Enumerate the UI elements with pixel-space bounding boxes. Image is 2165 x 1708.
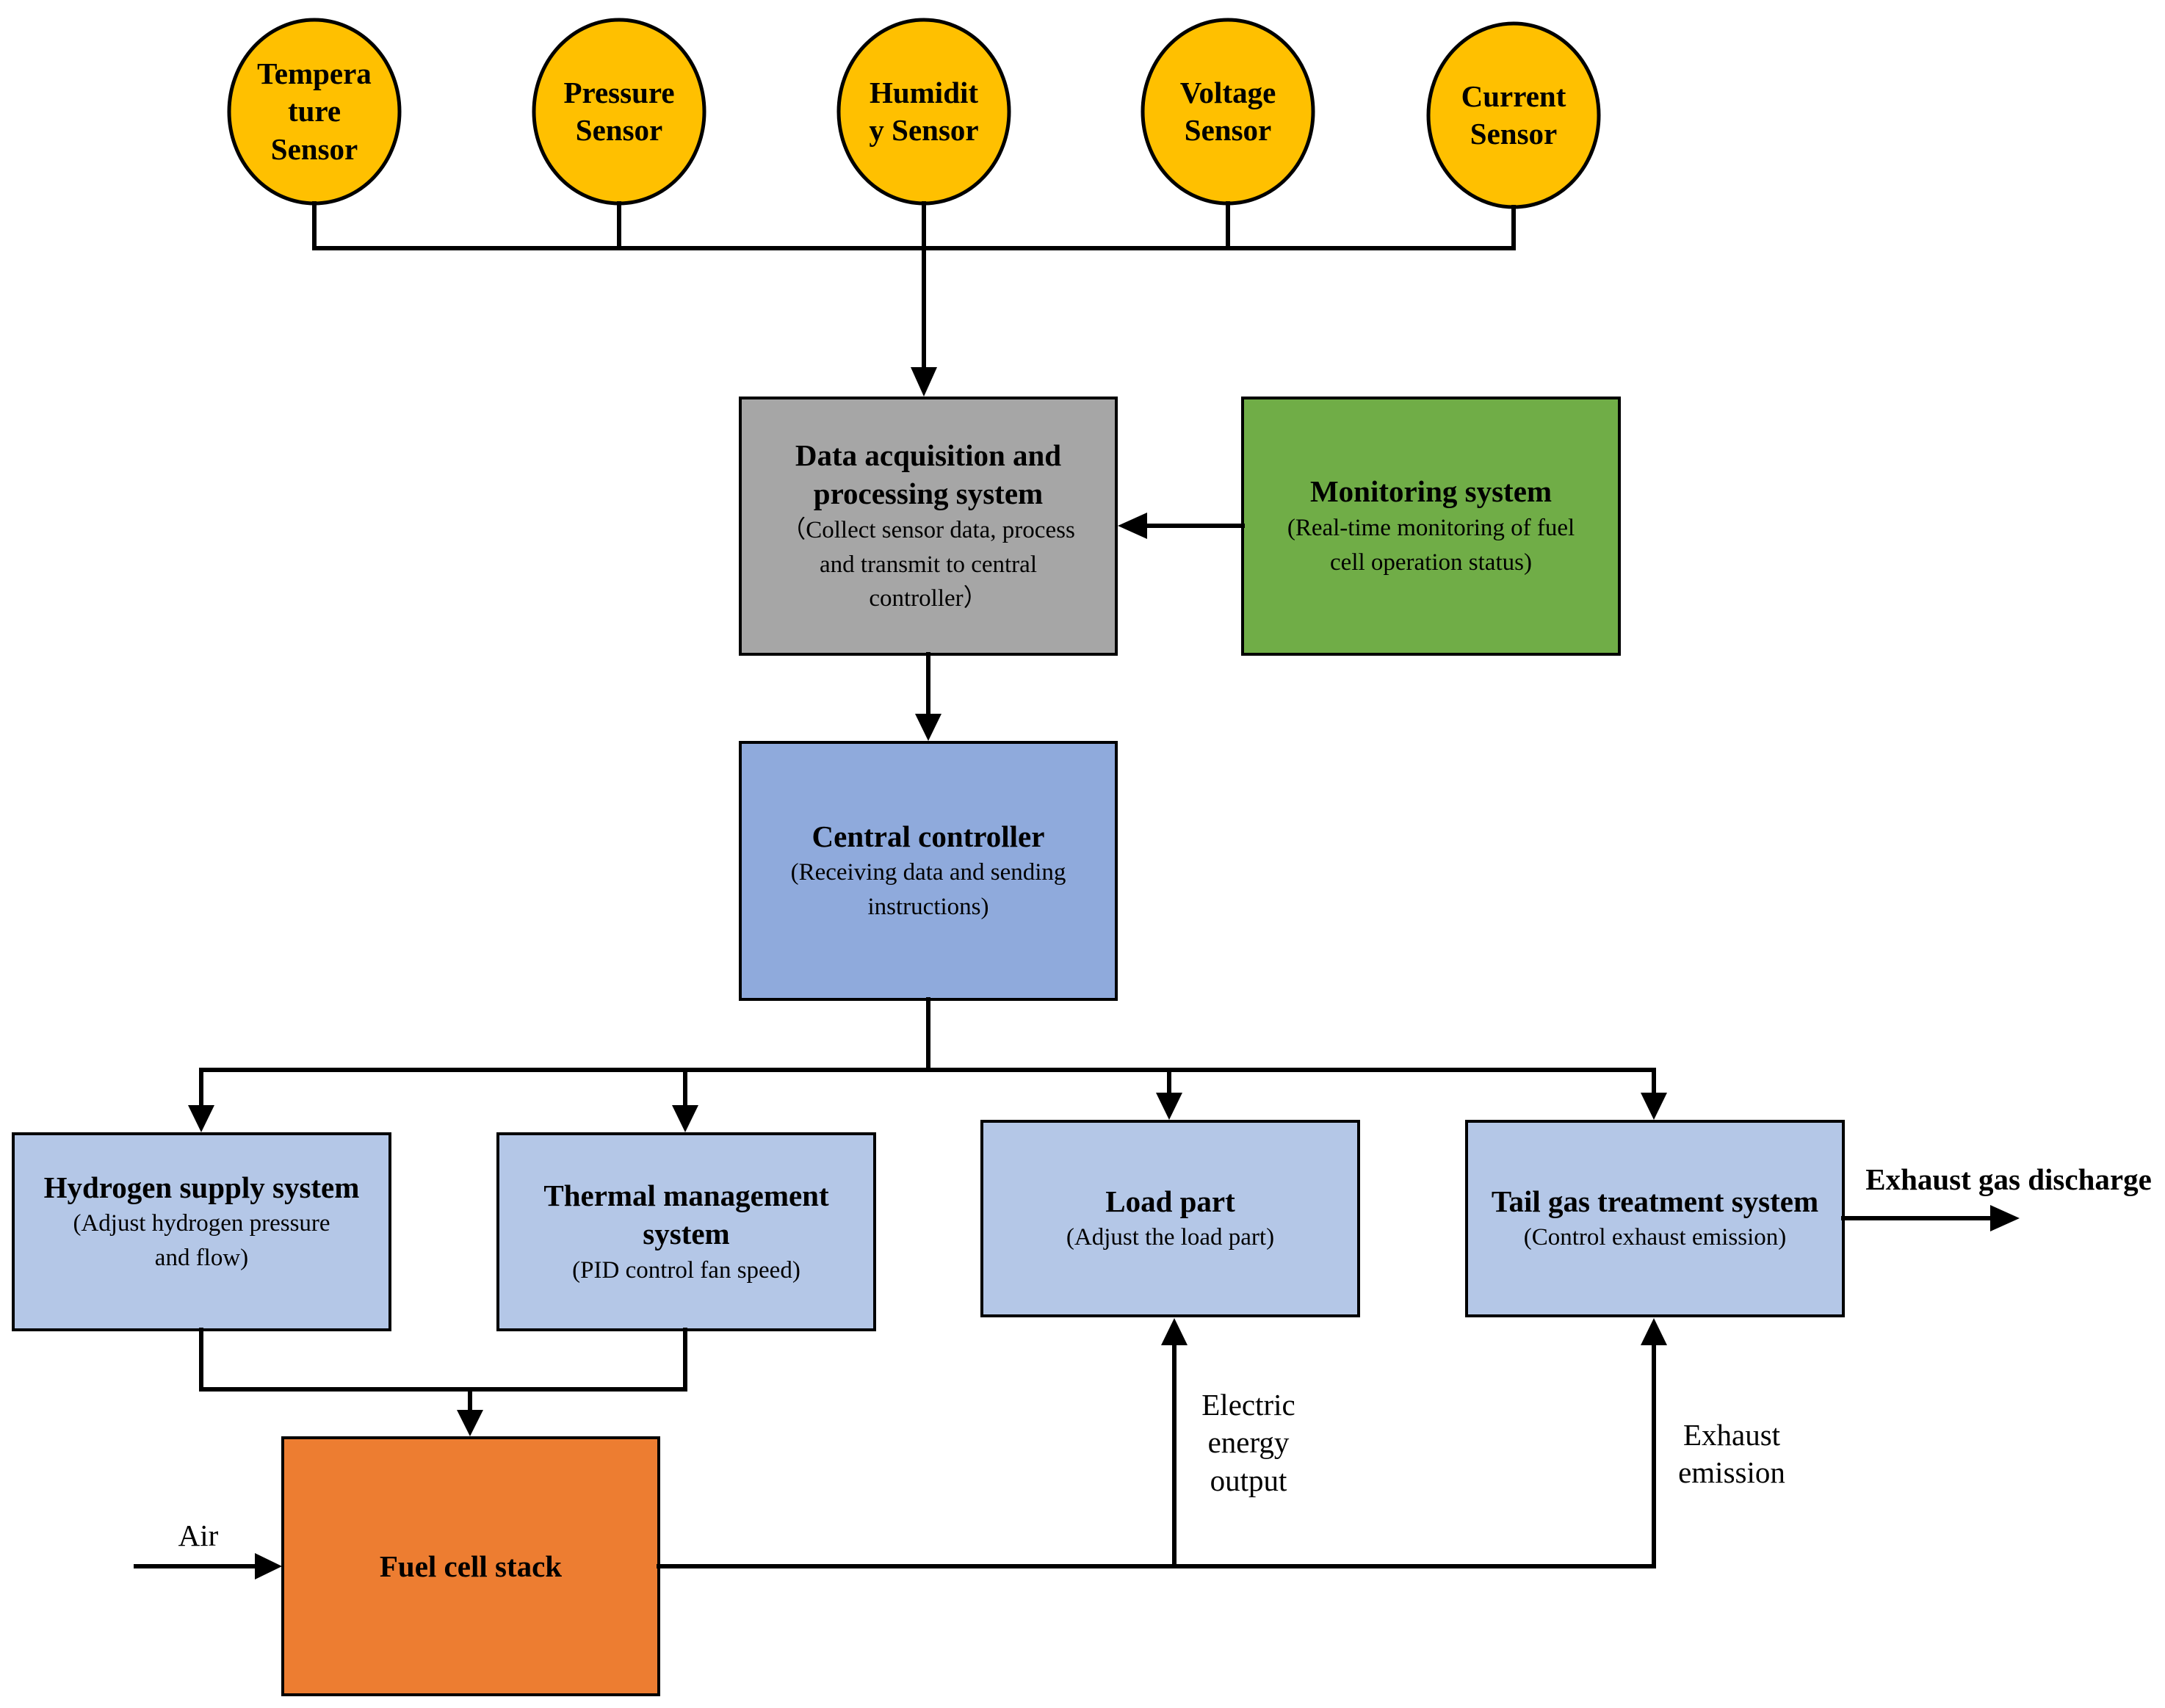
data-acquisition-title-line: Data acquisition and <box>795 438 1062 472</box>
tail-gas-label: Tail gas treatment system (Control exhaus… <box>1467 1121 1843 1316</box>
monitoring-subtitle-line: (Real-time monitoring of fuel <box>1287 514 1575 541</box>
sensor-bus-line <box>312 201 1516 250</box>
arrow-to-hydrogen-supply <box>188 1105 214 1132</box>
monitoring-subtitle-line: cell operation status) <box>1330 549 1532 576</box>
subsystems-to-stack-line <box>199 1328 687 1412</box>
hydrogen-supply-title-line: Hydrogen supply system <box>43 1170 360 1204</box>
data-acquisition-subtitle-line: （Collect sensor data, process <box>781 516 1075 543</box>
central-controller-subtitle-line: (Receiving data and sending <box>790 859 1066 886</box>
monitoring-label: Monitoring system(Real-time monitoring o… <box>1243 398 1619 654</box>
arrow-to-tail-gas <box>1641 1093 1667 1120</box>
fuel-cell-stack-label: Fuel cell stack <box>283 1438 659 1695</box>
tail-gas-subtitle: (Control exhaust emission) <box>1524 1220 1786 1255</box>
current-sensor-line: Current <box>1461 79 1566 113</box>
central-controller-label: Central controller(Receiving data and se… <box>740 742 1116 999</box>
exhaust-emission-line: emission <box>1678 1455 1785 1489</box>
arrow-electric-output-to-load <box>1161 1318 1188 1345</box>
current-sensor-line: Sensor <box>1470 117 1558 151</box>
data-acquisition-subtitle-line: controller） <box>869 585 988 612</box>
electric-energy-output-line: energy <box>1207 1425 1290 1460</box>
fuel-cell-stack-box <box>281 1436 660 1696</box>
fuel-cell-stack-title: Fuel cell stack <box>380 1547 562 1585</box>
arrow-to-data-acquisition-from-monitoring <box>1118 513 1147 539</box>
exhaust-gas-discharge-label: Exhaust gas discharge <box>1858 1158 2159 1202</box>
load-part-title-line: Load part <box>1105 1184 1235 1218</box>
tail-gas-box <box>1465 1120 1845 1317</box>
central-controller-title: Central controller <box>812 817 1045 855</box>
arrow-to-load-part <box>1156 1093 1182 1120</box>
arrow-air-into-stack <box>255 1553 282 1579</box>
pressure-sensor-line: Sensor <box>575 113 663 147</box>
hydrogen-supply-subtitle-line: and flow) <box>154 1245 249 1272</box>
voltage-sensor-line: Voltage <box>1179 75 1276 109</box>
thermal-management-label: Thermal management system (PID control fan… <box>498 1134 875 1330</box>
hydrogen-supply-subtitle-line: (Adjust hydrogen pressure <box>73 1210 330 1237</box>
air-line: Air <box>178 1519 219 1553</box>
hydrogen-supply-box <box>12 1132 391 1331</box>
pressure-sensor-line: Pressure <box>563 75 675 109</box>
load-part-box <box>980 1120 1360 1317</box>
thermal-management-title: Thermal management system <box>543 1176 828 1253</box>
tail-gas-subtitle-line: (Control exhaust emission) <box>1523 1224 1787 1251</box>
electric-energy-output-line: Electric <box>1201 1388 1295 1422</box>
hydrogen-supply-subtitle: (Adjust hydrogen pressure and flow) <box>73 1206 330 1275</box>
data-acquisition-box <box>739 397 1118 656</box>
exhaust-gas-discharge-line: Exhaust gas discharge <box>1865 1162 2152 1197</box>
thermal-management-title-line: Thermal management <box>543 1178 829 1212</box>
arrow-to-central-controller <box>915 714 941 741</box>
hydrogen-supply-label: Hydrogen supply system(Adjust hydrogen p… <box>13 1134 390 1310</box>
tail-gas-title-line: Tail gas treatment system <box>1491 1184 1819 1218</box>
central-controller-title-line: Central controller <box>812 819 1045 853</box>
thermal-management-subtitle: (PID control fan speed) <box>572 1253 800 1288</box>
load-part-title: Load part <box>1105 1182 1235 1220</box>
load-part-label: Load part (Adjust the load part) <box>982 1121 1359 1316</box>
monitoring-box <box>1241 397 1621 656</box>
humidity-sensor-line: y Sensor <box>869 113 979 147</box>
exhaust-emission-line: Exhaust <box>1683 1417 1781 1452</box>
monitoring-subtitle: (Real-time monitoring of fuel cell operat… <box>1287 511 1575 580</box>
data-acquisition-title: Data acquisition and processing system <box>795 436 1061 513</box>
central-distribution-line <box>199 997 1656 1107</box>
arrow-to-thermal-management <box>672 1105 698 1132</box>
monitoring-title: Monitoring system <box>1310 472 1552 510</box>
hydrogen-supply-title: Hydrogen supply system <box>44 1168 360 1206</box>
temperature-sensor-line: ture <box>287 94 341 129</box>
temperature-sensor-line: Tempera <box>257 57 372 91</box>
fuel-cell-stack-title-line: Fuel cell stack <box>379 1549 563 1583</box>
arrow-to-fuel-cell-stack <box>457 1410 483 1436</box>
temperature-sensor-line: Sensor <box>270 131 358 166</box>
central-controller-box <box>739 741 1118 1001</box>
humidity-sensor-line: Humidit <box>869 75 979 109</box>
data-acquisition-title-line: processing system <box>813 477 1044 511</box>
central-controller-subtitle: (Receiving data and sending instructions) <box>791 855 1066 924</box>
thermal-management-subtitle-line: (PID control fan speed) <box>572 1256 800 1284</box>
electric-energy-output-line: output <box>1210 1463 1287 1497</box>
load-part-subtitle: (Adjust the load part) <box>1066 1220 1274 1255</box>
load-part-subtitle-line: (Adjust the load part) <box>1066 1224 1275 1251</box>
monitoring-title-line: Monitoring system <box>1309 474 1553 509</box>
arrow-to-data-acquisition <box>911 367 937 397</box>
central-controller-subtitle-line: instructions) <box>867 894 989 921</box>
tail-gas-title: Tail gas treatment system <box>1492 1182 1818 1220</box>
stack-output-line <box>657 1343 1656 1568</box>
air-label: Air <box>162 1518 235 1555</box>
data-acquisition-subtitle: （Collect sensor data, process and transmi… <box>781 513 1075 617</box>
arrow-exhaust-discharge <box>1990 1205 2020 1231</box>
data-acquisition-subtitle-line: and transmit to central <box>820 551 1037 578</box>
humidity-sensor-label: Humidit y Sensor <box>843 46 1005 178</box>
arrow-exhaust-to-tail-gas <box>1641 1318 1667 1345</box>
thermal-management-title-line: system <box>643 1217 730 1251</box>
voltage-sensor-line: Sensor <box>1184 113 1272 147</box>
